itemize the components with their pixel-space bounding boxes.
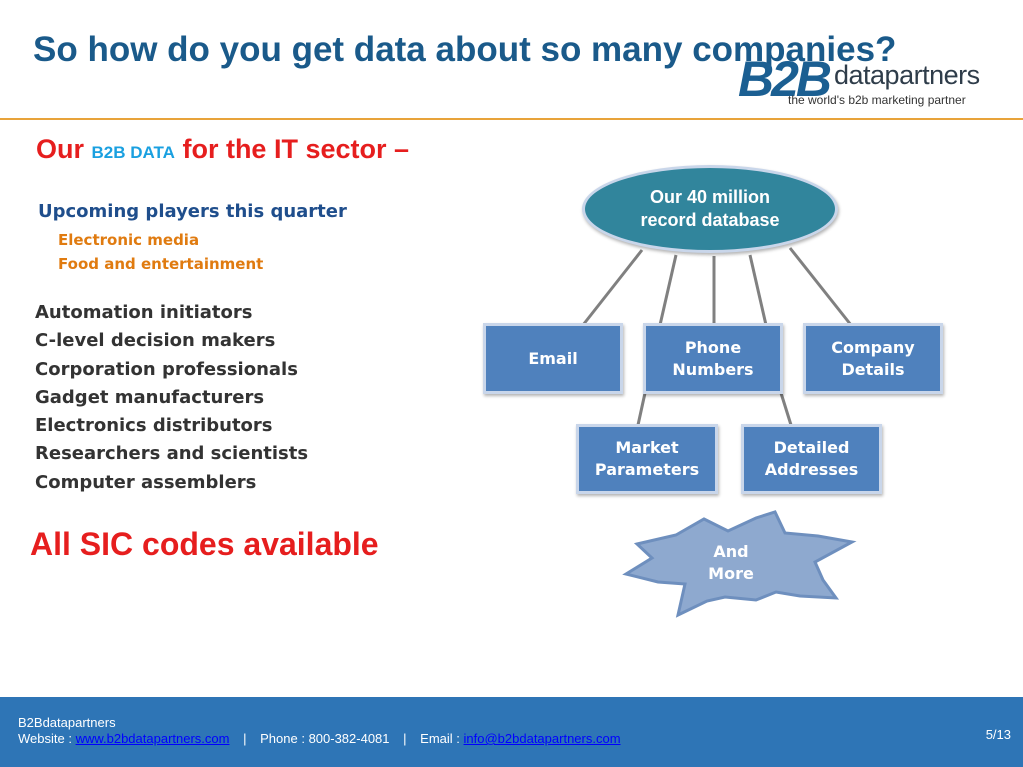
website-label: Website :: [18, 731, 76, 746]
footer-separator: |: [243, 731, 247, 746]
logo-tagline: the world's b2b marketing partner: [788, 93, 966, 107]
upcoming-item: Electronic media: [58, 231, 200, 249]
email-label: Email :: [420, 731, 464, 746]
connector-market: [636, 392, 647, 426]
header-divider: [0, 118, 1023, 120]
page-number: 5/13: [985, 727, 1011, 742]
footer-contact: Website : www.b2bdatapartners.com | Phon…: [18, 731, 621, 746]
sic-codes-note: All SIC codes available: [30, 526, 379, 562]
website-link[interactable]: www.b2bdatapartners.com: [75, 731, 230, 746]
burst-shape: [622, 510, 857, 618]
subhead-prefix: Our: [36, 134, 92, 164]
connector-addresses: [779, 392, 793, 426]
node-market-parameters: Market Parameters: [576, 424, 718, 494]
and-more-label: And More: [708, 542, 754, 583]
database-root-node: Our 40 million record database: [582, 165, 838, 253]
footer-separator: |: [403, 731, 407, 746]
subhead-brand: B2B DATA: [91, 143, 175, 162]
email-link[interactable]: info@b2bdatapartners.com: [463, 731, 621, 746]
player-item: C-level decision makers: [35, 330, 276, 352]
company-logo: B2B datapartners the world's b2b marketi…: [738, 51, 980, 116]
phone-number: 800-382-4081: [308, 731, 390, 746]
connector-email: [581, 249, 644, 326]
section-heading: Our B2B DATA for the IT sector –: [36, 134, 409, 165]
upcoming-item: Food and entertainment: [58, 255, 264, 273]
connector-company: [788, 247, 853, 326]
player-item: Researchers and scientists: [35, 443, 309, 465]
player-item: Electronics distributors: [35, 415, 273, 437]
footer-bar: B2Bdatapartners Website : www.b2bdatapar…: [0, 697, 1023, 767]
footer-company: B2Bdatapartners: [18, 715, 116, 730]
players-list: Automation initiators C-level decision m…: [35, 299, 308, 497]
player-item: Corporation professionals: [35, 358, 298, 380]
upcoming-heading: Upcoming players this quarter: [38, 201, 347, 222]
player-item: Gadget manufacturers: [35, 386, 265, 408]
player-item: Computer assemblers: [35, 471, 257, 493]
upcoming-list: Electronic media Food and entertainment: [58, 228, 263, 276]
connector-phone-left: [658, 254, 678, 326]
connector-phone-right: [748, 254, 768, 326]
player-item: Automation initiators: [35, 302, 253, 323]
logo-name: datapartners: [834, 60, 980, 90]
node-email: Email: [483, 323, 623, 394]
node-detailed-addresses: Detailed Addresses: [741, 424, 882, 494]
phone-label: Phone :: [260, 731, 309, 746]
logo-mark: B2B: [738, 51, 832, 107]
subhead-suffix: for the IT sector –: [174, 134, 410, 164]
node-company-details: Company Details: [803, 323, 943, 394]
slide-title: So how do you get data about so many com…: [33, 30, 897, 69]
node-phone-numbers: Phone Numbers: [643, 323, 783, 394]
